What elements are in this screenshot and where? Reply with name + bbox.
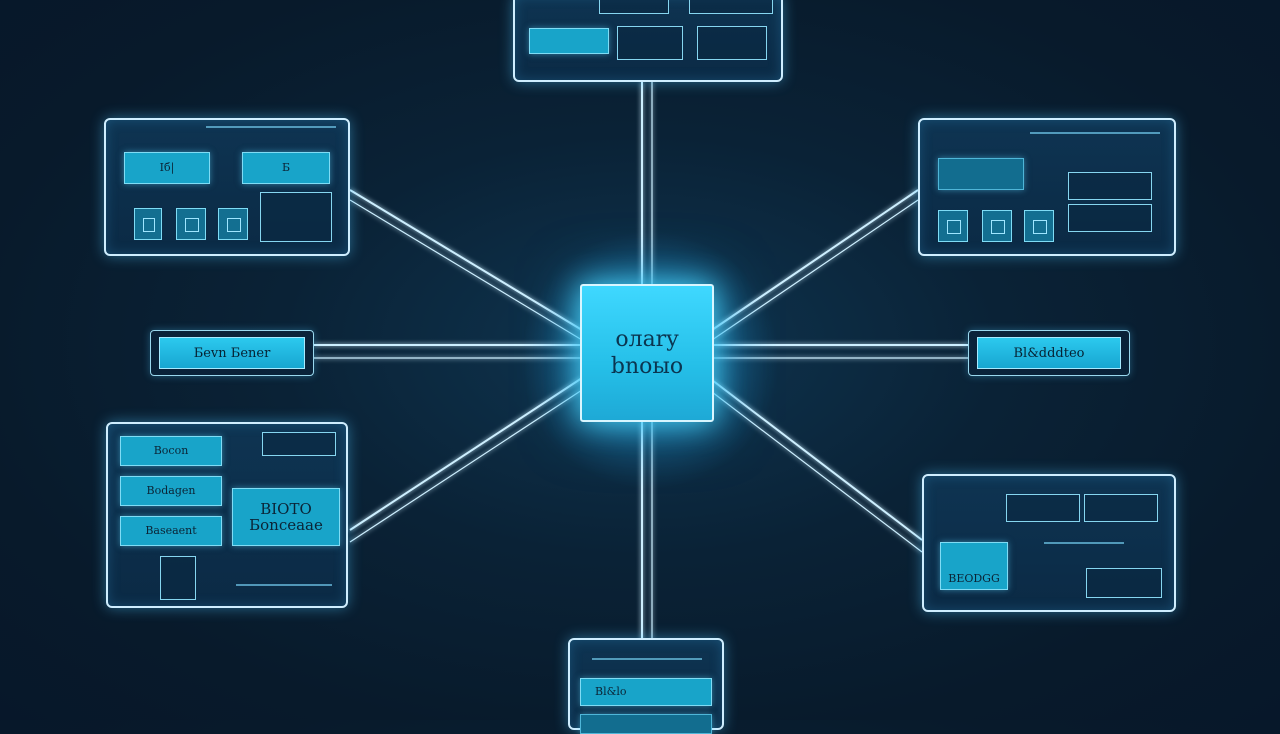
panel-top-right-field-2 (1068, 204, 1152, 232)
panel-bottom-left-list (160, 556, 196, 600)
panel-top-left-tile-b: Б (242, 152, 330, 184)
panel-top-left-icon-2 (176, 208, 206, 240)
panel-bottom-right-mid-line (1044, 542, 1124, 544)
panel-bottom-left-big-line1: BIOTO (260, 499, 312, 518)
panel-top-tile (529, 28, 609, 54)
panel-top-left: Iб| Б (104, 118, 350, 256)
panel-top-box-1 (599, 0, 669, 14)
panel-bottom-left-btn-3: Baseaent (120, 516, 222, 546)
panel-bottom-left-big-line2: Бonceaae (249, 516, 323, 534)
panel-bottom-right-tile: BEODGG (940, 542, 1008, 590)
hub-label-line1: олary (615, 326, 679, 352)
panel-bottom-row: Bl&lo (580, 678, 712, 706)
panel-top-left-header-line (206, 126, 336, 128)
panel-bottom-header-line (592, 658, 702, 660)
panel-bottom-left-btn-2: Bodagen (120, 476, 222, 506)
panel-top-box-4 (697, 26, 767, 60)
panel-bottom-right-box-3 (1086, 568, 1162, 598)
panel-top-right-icon-1 (938, 210, 968, 242)
bar-right: Bl&dddteo (968, 330, 1130, 376)
panel-top-right-header-line (1030, 132, 1160, 134)
panel-bottom-right-box-1 (1006, 494, 1080, 522)
panel-top-box-3 (617, 26, 683, 60)
panel-top-right-icon-3 (1024, 210, 1054, 242)
bar-right-label: Bl&dddteo (977, 337, 1121, 369)
panel-bottom-right: BEODGG (922, 474, 1176, 612)
hub-label-line2: bnoыo (610, 354, 684, 379)
panel-bottom-left-footer-line (236, 584, 332, 586)
panel-top-left-tile-a: Iб| (124, 152, 210, 184)
panel-bottom-left: Bocon Bodagen Baseaent BIOTO Бonceaae (106, 422, 348, 608)
panel-top-right-field-1 (1068, 172, 1152, 200)
panel-top-left-box (260, 192, 332, 242)
panel-top-right (918, 118, 1176, 256)
panel-top-right-tile (938, 158, 1024, 190)
panel-bottom-left-big-tile: BIOTO Бonceaae (232, 488, 340, 546)
panel-bottom-right-box-2 (1084, 494, 1158, 522)
bar-left-label: Бevn Бener (159, 337, 305, 369)
panel-bottom-left-header-box (262, 432, 336, 456)
panel-top-box-2 (689, 0, 773, 14)
panel-top-right-icon-2 (982, 210, 1012, 242)
panel-top (513, 0, 783, 82)
hub-node: олary bnoыo (580, 284, 714, 422)
bar-left: Бevn Бener (150, 330, 314, 376)
panel-bottom: Bl&lo (568, 638, 724, 734)
panel-top-left-icon-3 (218, 208, 248, 240)
panel-bottom-left-btn-1: Bocon (120, 436, 222, 466)
panel-bottom-row-2 (580, 714, 712, 734)
panel-top-left-icon-1 (134, 208, 162, 240)
